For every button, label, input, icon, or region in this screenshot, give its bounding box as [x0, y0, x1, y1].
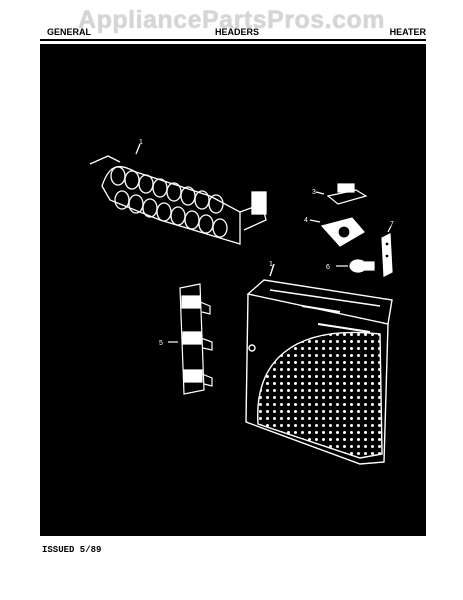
- coil-spirals: [110, 166, 228, 238]
- limit-switch: [336, 259, 375, 273]
- callout-6: 6: [326, 264, 330, 271]
- callout-5: 5: [159, 340, 163, 347]
- header-right: HEATER: [389, 27, 426, 37]
- parts-diagram: 1 3 4 7 6 5: [89, 139, 394, 465]
- callout-4: 4: [304, 217, 308, 224]
- mounting-plate: [309, 217, 365, 247]
- callout-3: 3: [312, 189, 316, 196]
- header-rule: [40, 39, 426, 41]
- callout-housing: 1: [269, 261, 273, 268]
- thermostat-bracket: [315, 183, 368, 205]
- callout-1-element: 1: [139, 139, 143, 146]
- watermark-logo: AppliancePartsPros.com: [78, 6, 385, 34]
- terminal-block: [168, 283, 213, 395]
- heating-element: [89, 143, 267, 245]
- issued-date: ISSUED 5/89: [42, 545, 102, 555]
- callout-7: 7: [390, 221, 394, 228]
- heater-housing: [245, 263, 393, 465]
- header-left: GENERAL: [47, 27, 92, 37]
- side-bracket: [381, 225, 393, 277]
- header-middle: HEADERS: [215, 27, 260, 37]
